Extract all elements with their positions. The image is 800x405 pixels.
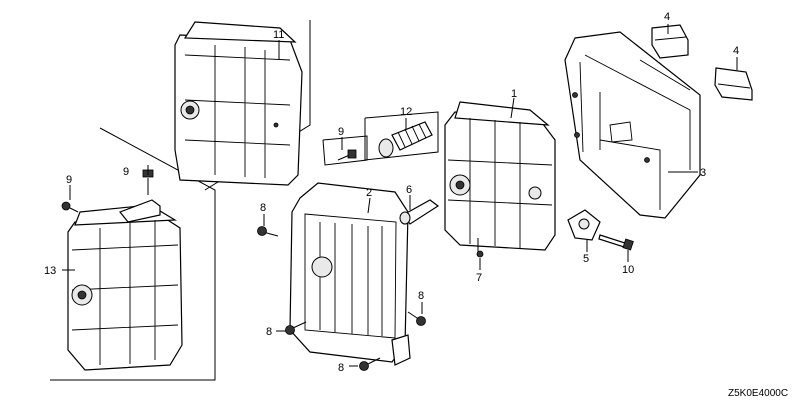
callout-8-c: 8 [418, 290, 424, 302]
bolt-8-b [285, 321, 307, 335]
muffler-11 [174, 21, 303, 186]
diagram-code: Z5K0E4000C [728, 388, 788, 399]
bolt-8-a [257, 226, 279, 237]
bolt-8-d [359, 357, 381, 371]
bolt-10 [598, 234, 634, 251]
leader-lines [62, 24, 738, 367]
callouts: 1 2 3 4 4 5 6 7 8 8 8 8 9 9 9 10 11 12 1… [44, 11, 739, 374]
callout-9-left: 9 [66, 174, 72, 186]
spark-arrester-6 [399, 199, 440, 225]
callout-1: 1 [511, 88, 517, 100]
bolt-9-upper [337, 149, 357, 161]
callout-4-upper: 4 [664, 11, 670, 23]
callout-8-d: 8 [338, 362, 344, 374]
callout-12: 12 [400, 106, 412, 118]
callout-8-a: 8 [260, 202, 266, 214]
muffler-cover-3 [564, 31, 701, 219]
callout-13: 13 [44, 265, 56, 277]
clip-4-lower [714, 67, 753, 101]
spark-arrester-12 [378, 121, 433, 158]
callout-2: 2 [366, 187, 372, 199]
bolt-9-left [61, 201, 79, 213]
callout-5: 5 [583, 253, 589, 265]
screw-7 [476, 238, 484, 258]
callout-6: 6 [406, 184, 412, 196]
bolt-8-c [407, 311, 426, 326]
callout-9-mid: 9 [123, 166, 129, 178]
callout-10: 10 [622, 264, 634, 276]
clip-4-upper [651, 24, 689, 59]
callout-4-lower: 4 [733, 45, 739, 57]
muffler-protector-2 [289, 182, 411, 366]
callout-9-upper: 9 [338, 126, 344, 138]
callout-7: 7 [476, 272, 482, 284]
callout-8-b: 8 [266, 326, 272, 338]
gasket-5 [567, 209, 601, 241]
callout-11: 11 [273, 29, 284, 41]
muffler-1 [444, 101, 556, 251]
muffler-13 [67, 199, 183, 371]
callout-3: 3 [700, 167, 706, 179]
